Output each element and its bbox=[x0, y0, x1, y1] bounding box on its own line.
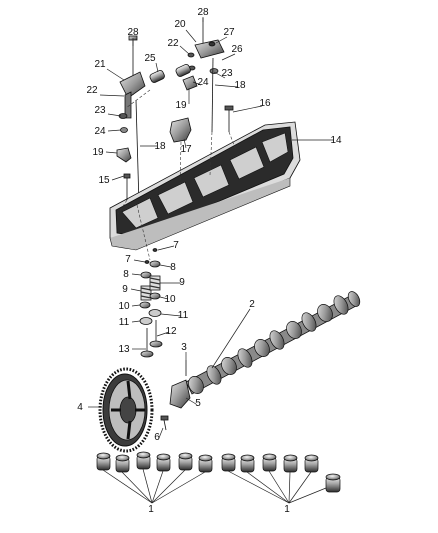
callout-c22b: 22 bbox=[86, 85, 98, 96]
callout-c24b: 24 bbox=[94, 126, 106, 137]
thrust-plate bbox=[160, 360, 191, 431]
lifters-left-group bbox=[96, 451, 213, 473]
camshaft-gear bbox=[98, 367, 154, 453]
callout-c10b: 10 bbox=[118, 301, 130, 312]
callout-c23a: 23 bbox=[221, 68, 233, 79]
callout-c9b: 9 bbox=[122, 284, 128, 295]
callout-c10a: 10 bbox=[164, 294, 176, 305]
callout-c28b: 28 bbox=[197, 7, 209, 18]
callout-c18a: 18 bbox=[234, 80, 246, 91]
valve-train-right bbox=[148, 248, 163, 348]
callout-c14: 14 bbox=[330, 135, 342, 146]
callout-c11b: 11 bbox=[119, 317, 130, 328]
callout-c27: 27 bbox=[223, 27, 235, 38]
callout-c8a: 8 bbox=[170, 262, 176, 273]
callout-c11a: 11 bbox=[178, 310, 189, 321]
callout-c13: 13 bbox=[118, 344, 130, 355]
bolt-15 bbox=[123, 173, 131, 200]
callout-c15: 15 bbox=[98, 175, 110, 186]
lifters-right-group bbox=[221, 453, 341, 493]
valve-cover-gasket bbox=[109, 121, 301, 251]
rocker-assembly-left bbox=[116, 35, 146, 206]
camshaft bbox=[185, 291, 361, 395]
callout-c7a: 7 bbox=[173, 240, 179, 251]
callout-c26: 26 bbox=[231, 44, 243, 55]
callout-c23b: 23 bbox=[94, 105, 106, 116]
callout-c25: 25 bbox=[144, 53, 156, 64]
callout-c9a: 9 bbox=[179, 277, 185, 288]
leader-lines bbox=[88, 17, 334, 504]
callout-c22a: 22 bbox=[167, 38, 179, 49]
callout-c16: 16 bbox=[259, 98, 271, 109]
rocker-assembly-right bbox=[149, 18, 234, 143]
callout-c12: 12 bbox=[165, 326, 177, 337]
callout-c3: 3 bbox=[181, 342, 187, 353]
callout-c17: 17 bbox=[180, 144, 192, 155]
callout-c1b: 1 bbox=[284, 504, 290, 515]
valve-train-left bbox=[139, 260, 154, 358]
callout-c6: 6 bbox=[154, 432, 160, 443]
callout-c19b: 19 bbox=[92, 147, 104, 158]
callout-c28a: 28 bbox=[127, 27, 139, 38]
callout-c8b: 8 bbox=[123, 269, 129, 280]
callout-c18b: 18 bbox=[154, 141, 166, 152]
callout-c5: 5 bbox=[195, 398, 201, 409]
assembly-guide-lines bbox=[117, 89, 237, 261]
callout-c24a: 24 bbox=[197, 77, 209, 88]
callout-c20: 20 bbox=[174, 19, 186, 30]
callout-c4: 4 bbox=[77, 402, 83, 413]
callout-c2: 2 bbox=[249, 299, 255, 310]
callout-c1a: 1 bbox=[148, 504, 154, 515]
callout-c7b: 7 bbox=[125, 254, 131, 265]
callout-c21: 21 bbox=[94, 59, 106, 70]
callout-c19a: 19 bbox=[175, 100, 187, 111]
